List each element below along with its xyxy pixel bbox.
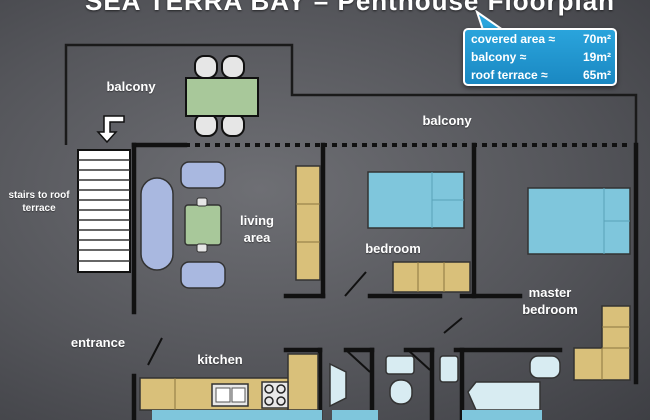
door-swings — [147, 271, 463, 373]
floor-strips — [152, 410, 542, 420]
label-living-area: living area — [240, 213, 274, 245]
label-entrance: entrance — [70, 335, 126, 350]
balcony-outline — [64, 43, 638, 145]
label-balcony-top: balcony — [422, 113, 472, 128]
balcony-dining-set — [185, 55, 259, 137]
bathroom-fixtures — [329, 355, 561, 411]
walls — [131, 142, 639, 420]
label-kitchen: kitchen — [197, 352, 243, 367]
area-row-balcony: balcony ≈ 19m² — [471, 50, 611, 64]
bedroom-furniture — [367, 171, 471, 293]
label-master-bedroom: master bedroom — [522, 285, 578, 317]
stairs — [77, 149, 131, 273]
area-row-covered: covered area ≈ 70m² — [471, 32, 611, 46]
stair-arrow-icon — [96, 115, 125, 144]
label-bedroom: bedroom — [365, 241, 421, 256]
label-balcony-left: balcony — [106, 79, 156, 94]
area-row-roof-terrace: roof terrace ≈ 65m² — [471, 68, 611, 82]
living-furniture — [140, 161, 321, 289]
area-summary-callout: covered area ≈ 70m² balcony ≈ 19m² roof … — [463, 28, 617, 86]
label-stairs: stairs to roof terrace — [8, 190, 70, 214]
master-bedroom-furniture — [527, 187, 631, 381]
page-title: SEA TERRA BAY – Penthouse Floorplan — [85, 0, 616, 16]
kitchen-counter — [139, 353, 319, 411]
